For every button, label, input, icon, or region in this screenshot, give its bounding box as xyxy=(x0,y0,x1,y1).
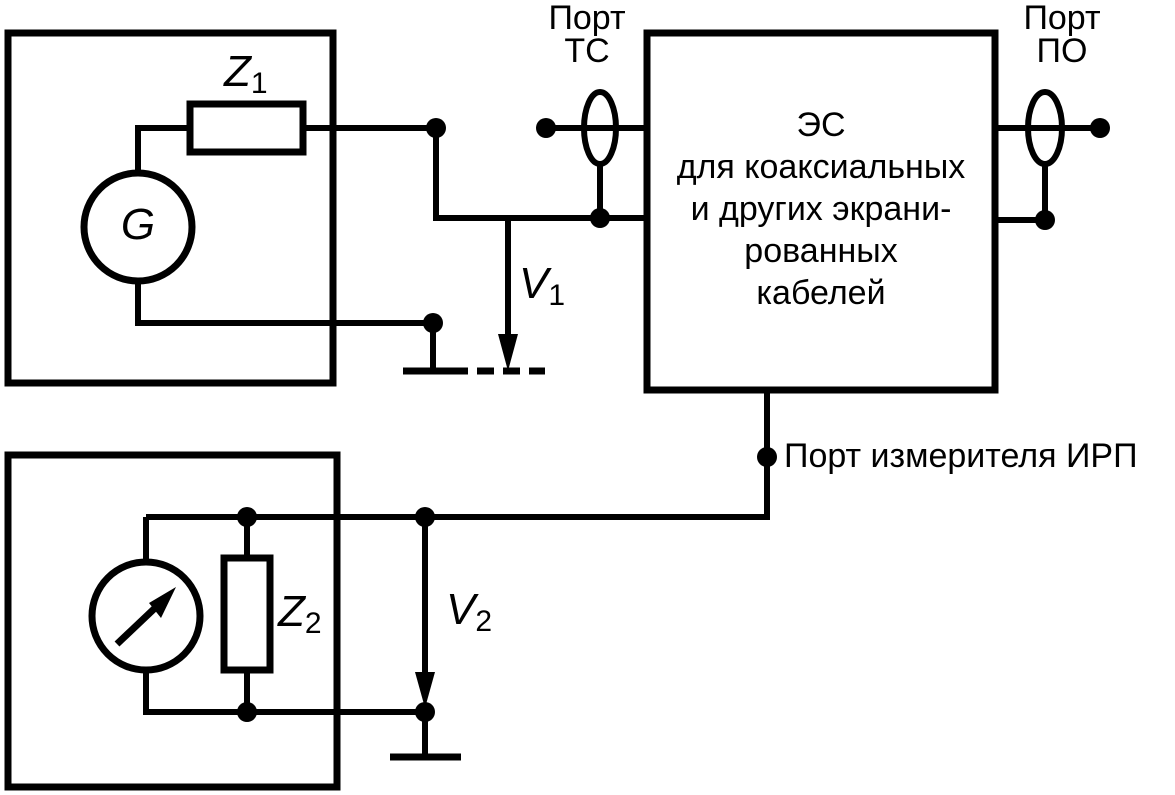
po-port-label: Порт ПО xyxy=(1002,0,1122,70)
es-box-text: ЭС для коаксиальных и других экрани- ров… xyxy=(652,104,990,314)
junction-dot xyxy=(423,313,443,333)
tc-port-label-line2: ТС xyxy=(564,32,610,70)
tc-port-label-line1: Порт xyxy=(548,0,626,37)
junction-dot xyxy=(415,702,435,722)
v1-label: V1 xyxy=(519,259,565,311)
z1-subscript: 1 xyxy=(250,67,268,100)
v2-subscript: 2 xyxy=(475,605,493,638)
junction-dot xyxy=(1035,210,1055,230)
z2-subscript: 2 xyxy=(304,607,322,640)
v1-base: V xyxy=(519,259,549,308)
po-port-terminal-dot xyxy=(1090,118,1110,138)
z2-resistor xyxy=(220,554,274,674)
es-text-line: рованных xyxy=(744,232,898,270)
wire-generator-top-lead xyxy=(135,125,190,173)
v1-subscript: 1 xyxy=(548,279,566,312)
es-box-outline xyxy=(643,29,999,394)
wire-generator-return xyxy=(135,281,433,326)
junction-dot xyxy=(237,507,257,527)
es-text-line: кабелей xyxy=(756,274,886,312)
junction-dot xyxy=(415,507,435,527)
meter-box-outline xyxy=(4,451,341,791)
meter-needle-arrowhead-icon xyxy=(149,587,176,618)
wire-meter-bottom-lead xyxy=(143,670,425,715)
generator-box-outline xyxy=(4,29,337,387)
z1-label: Z1 xyxy=(224,47,268,99)
wire-irp-port xyxy=(146,390,770,520)
z1-base: Z xyxy=(224,47,251,96)
po-port-label-line2: ПО xyxy=(1036,32,1088,70)
junction-dot xyxy=(426,118,446,138)
z2-base: Z xyxy=(278,587,305,636)
z2-label: Z2 xyxy=(278,587,322,639)
meter-needle xyxy=(114,605,158,647)
junction-dot xyxy=(237,702,257,722)
es-text-line: ЭС xyxy=(796,106,846,144)
po-port-label-line1: Порт xyxy=(1023,0,1101,37)
v2-arrowhead-icon xyxy=(415,672,435,708)
v2-label: V2 xyxy=(446,585,492,637)
z1-resistor xyxy=(186,100,307,156)
junction-dot xyxy=(590,208,610,228)
v2-base: V xyxy=(446,585,476,634)
tc-port-terminal-dot xyxy=(536,118,556,138)
tc-port-ellipse-icon xyxy=(581,89,619,167)
es-text-line: и других экрани- xyxy=(690,190,952,228)
generator-label: G xyxy=(120,200,156,249)
tc-port-label: Порт ТС xyxy=(527,0,647,70)
irp-port-terminal-dot xyxy=(757,447,777,467)
irp-port-label: Порт измерителя ИРП xyxy=(784,437,1138,475)
wire-node-to-es-bottom xyxy=(433,128,647,221)
v1-arrowhead-icon xyxy=(498,334,518,371)
es-text-line: для коаксиальных xyxy=(676,148,966,186)
